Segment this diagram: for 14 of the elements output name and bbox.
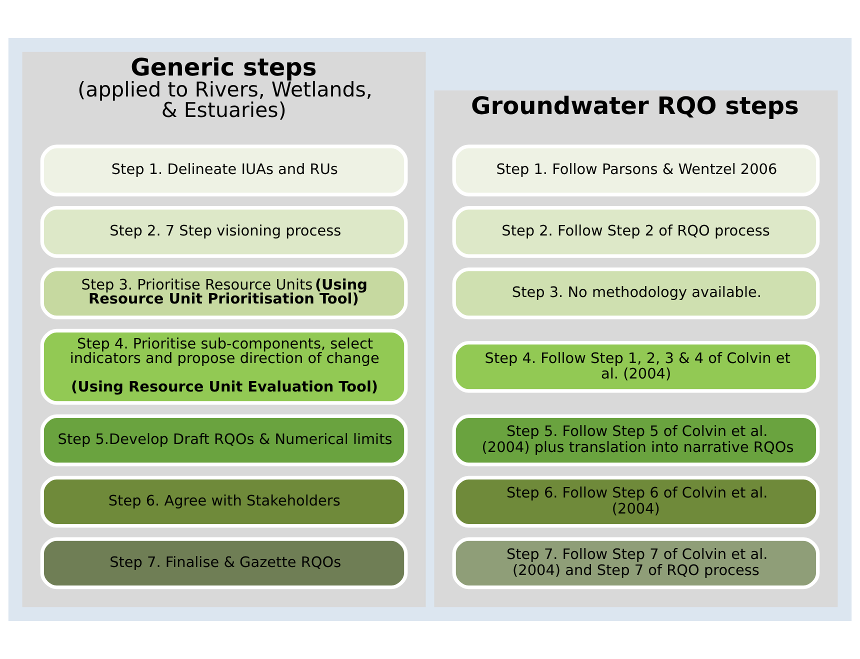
node-box: Step 7. Finalise & Gazette RQOs	[40, 537, 408, 590]
node-box: Step 1. Follow Parsons & Wentzel 2006	[452, 144, 820, 196]
node-box: Step 5. Follow Step 5 of Colvin et al. (2004) plus translation into narrative RQOs	[452, 414, 820, 466]
node-box: Step 7. Follow Step 7 of Colvin et al. (2004) and Step 7 of RQO process	[452, 537, 820, 590]
node-box: Step 6. Agree with Stakeholders	[40, 476, 408, 528]
node-box: Step 3. No methodology available.	[452, 267, 820, 320]
node-box: Step 4. Follow Step 1, 2, 3 & 4 of Colvin et al. (2004)	[452, 340, 820, 393]
node-box: Step 4. Prioritise sub-components, select indicators and propose direction of change (Using Resource Unit Evaluation Tool)	[40, 328, 408, 405]
node-box: Step 2. Follow Step 2 of RQO process	[452, 206, 820, 258]
node-box: Step 5.Develop Draft RQOs & Numerical limits	[40, 414, 408, 466]
node-box: Step 1. Delineate IUAs and RUs	[40, 144, 408, 196]
node-box: Step 2. 7 Step visioning process	[40, 206, 408, 258]
node-box: Step 3. Prioritise Resource Units (Using Resource Unit Prioritisation Tool)	[40, 267, 408, 320]
node-box: Step 6. Follow Step 6 of Colvin et al. (2004)	[452, 476, 820, 528]
